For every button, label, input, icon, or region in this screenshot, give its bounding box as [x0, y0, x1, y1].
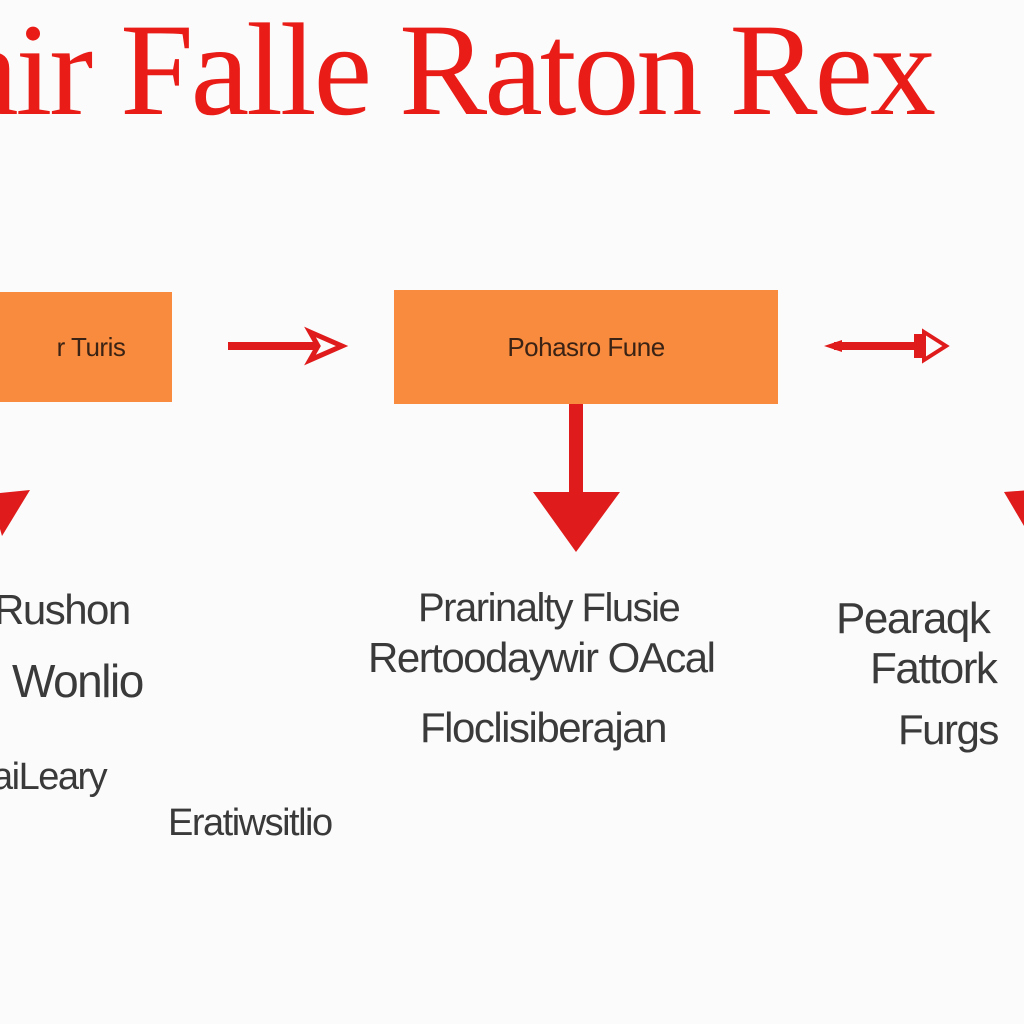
label-center-2: Rertoodaywir OAcal: [368, 634, 716, 681]
process-box-left-label: r Turis: [56, 331, 126, 362]
label-left-1: Rushon: [0, 586, 131, 633]
arrow-right-2: [824, 328, 950, 364]
label-left-2: Wonlio: [12, 655, 144, 707]
label-left-3: aiLeary: [0, 756, 108, 798]
arrow-down-center: [533, 404, 620, 552]
label-center-3: Floclisiberajan: [420, 704, 667, 751]
diagram-title: air Falle Raton Rex: [0, 0, 936, 143]
process-box-center-label: Pohasro Fune: [507, 331, 665, 362]
arrow-down-right: [1004, 490, 1024, 526]
arrow-down-left: [0, 490, 30, 536]
label-right-3: Furgs: [898, 706, 999, 753]
label-center-1: Prarinalty Flusie: [418, 586, 681, 630]
label-right-2: Fattork: [870, 644, 998, 693]
process-box-center: Pohasro Fune: [394, 290, 778, 404]
label-left-bottom: Eratiwsitlio: [168, 802, 333, 844]
label-right-1: Pearaqk: [836, 594, 991, 643]
arrow-right-1: [228, 326, 349, 366]
process-box-left: r Turis: [0, 292, 172, 402]
